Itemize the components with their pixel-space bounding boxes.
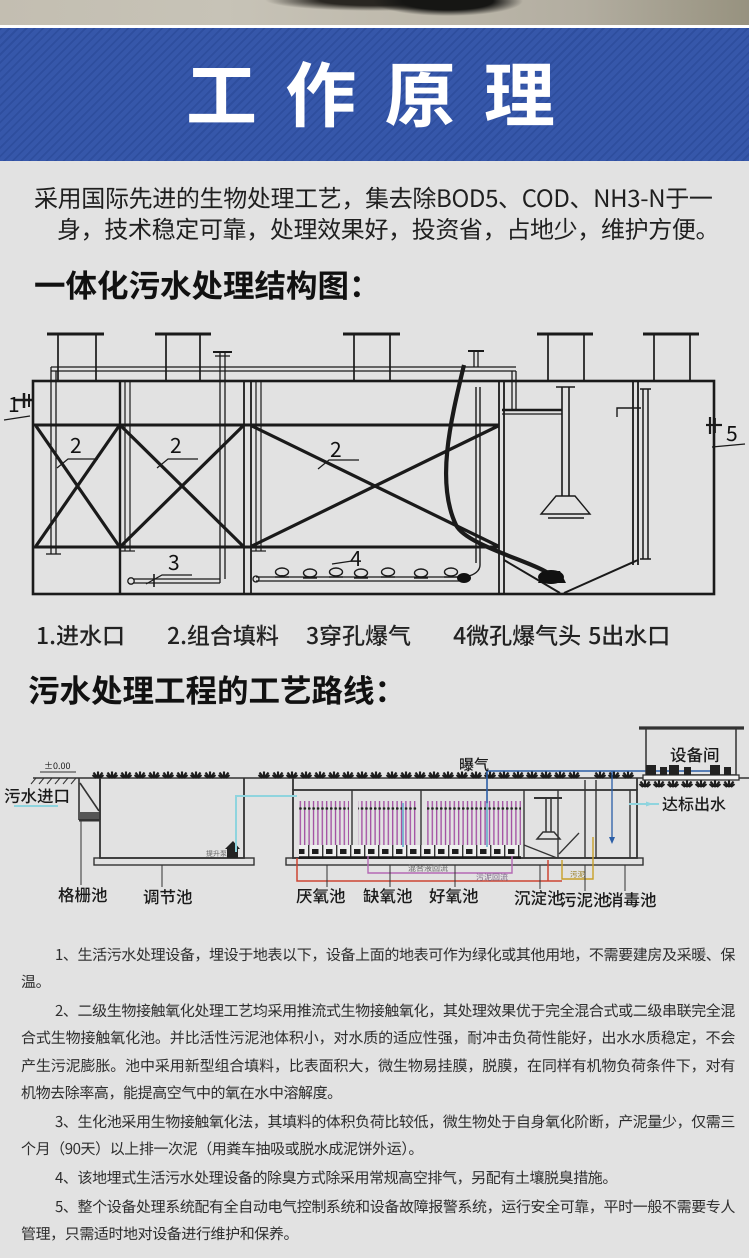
- svg-text:缺氧池: 缺氧池: [363, 883, 413, 907]
- svg-text:调节池: 调节池: [143, 884, 193, 908]
- svg-text:3: 3: [168, 547, 180, 577]
- svg-text:2: 2: [330, 434, 342, 464]
- svg-text:污泥池: 污泥池: [560, 887, 610, 911]
- svg-text:好氧池: 好氧池: [429, 883, 479, 907]
- svg-text:5: 5: [726, 418, 738, 448]
- svg-text:4: 4: [350, 543, 362, 573]
- svg-text:厌氧池: 厌氧池: [296, 883, 346, 907]
- svg-text:污泥: 污泥: [570, 869, 585, 880]
- svg-text:达标出水: 达标出水: [662, 791, 726, 815]
- svg-text:提升泵: 提升泵: [206, 849, 227, 859]
- svg-text:±0.00: ±0.00: [44, 759, 71, 772]
- svg-text:沉淀池: 沉淀池: [514, 885, 564, 909]
- svg-text:格栅池: 格栅池: [58, 882, 108, 906]
- svg-text:消毒池: 消毒池: [607, 887, 657, 911]
- svg-text:污泥回流: 污泥回流: [476, 872, 508, 883]
- svg-text:混合液回流: 混合液回流: [408, 863, 448, 874]
- svg-text:1: 1: [8, 389, 20, 419]
- svg-text:2: 2: [170, 430, 182, 460]
- svg-text:设备间: 设备间: [670, 742, 720, 766]
- svg-text:2: 2: [70, 430, 82, 460]
- svg-text:曝气: 曝气: [459, 754, 489, 775]
- svg-text:污水进口: 污水进口: [4, 783, 70, 807]
